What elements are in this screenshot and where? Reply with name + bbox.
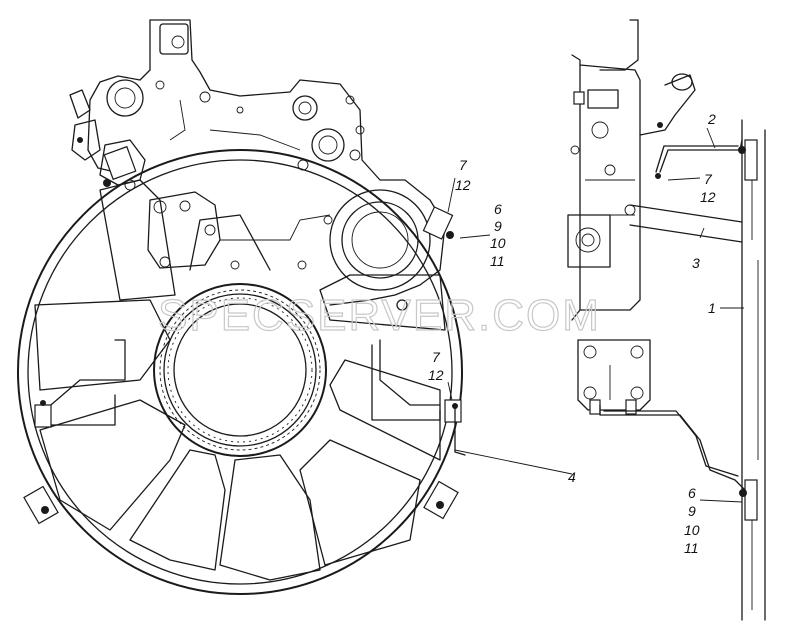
engine-housing [69, 19, 446, 311]
callout-12: 12 [700, 189, 716, 205]
callout-6: 6 [494, 201, 502, 217]
callout-11: 11 [490, 253, 505, 269]
callout-10: 10 [490, 235, 506, 251]
callout-7: 7 [704, 171, 713, 187]
callout-3: 3 [692, 255, 700, 271]
pipe-4 [454, 407, 573, 475]
callout-2: 2 [707, 111, 716, 127]
callout-1: 1 [708, 300, 716, 316]
callout-12: 12 [455, 177, 471, 193]
tube-3 [629, 204, 743, 243]
callout-11: 11 [684, 540, 699, 556]
callout-10: 10 [684, 522, 700, 538]
callout-4: 4 [568, 469, 576, 485]
callout-7: 7 [432, 349, 441, 365]
callout-6: 6 [688, 485, 696, 501]
fan-shroud-ring [17, 149, 463, 595]
shroud-brackets [23, 145, 462, 525]
watermark: SPECSERVER.COM [158, 291, 601, 340]
pipe-4-side [599, 404, 747, 497]
callouts-right: 2 7 12 3 1 6 9 10 11 [684, 111, 716, 556]
callouts-left-top: 7 12 6 9 10 11 [455, 157, 506, 269]
callout-12: 12 [428, 367, 444, 383]
side-view-engine [567, 19, 696, 415]
leader-lines [447, 127, 744, 503]
pipe-2 [655, 139, 746, 179]
callouts-left-mid: 7 12 [428, 349, 444, 383]
fan-hub [153, 283, 327, 457]
callout-7: 7 [459, 157, 468, 173]
callout-9: 9 [688, 503, 696, 519]
callout-9: 9 [494, 218, 502, 234]
radiator-1 [741, 119, 766, 621]
